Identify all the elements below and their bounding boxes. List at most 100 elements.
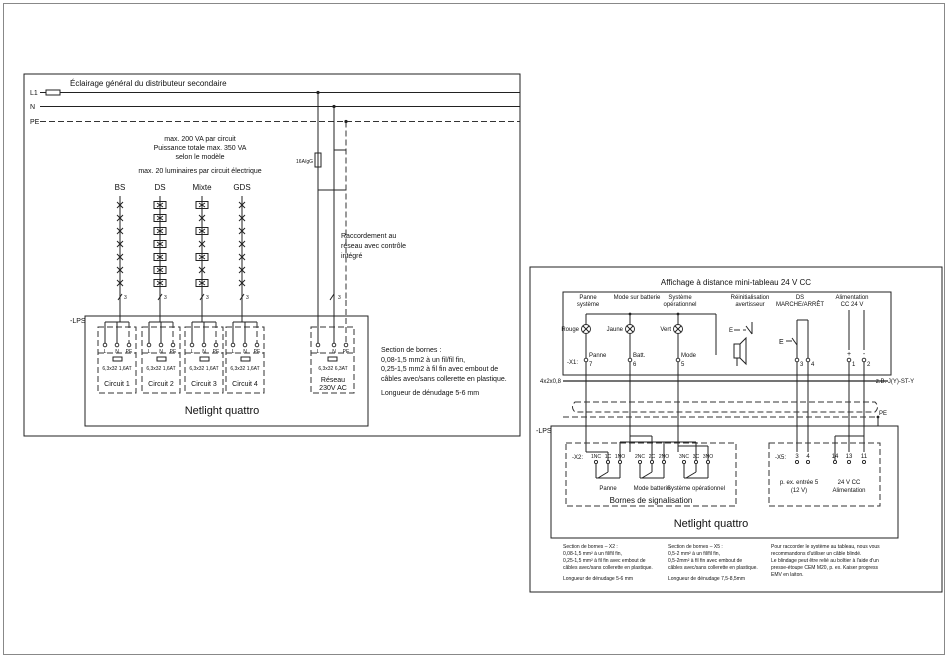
wire-count: 3: [206, 295, 209, 301]
supply-minus: -: [863, 351, 866, 358]
terminal-label: L: [148, 349, 151, 355]
mains-fuse-icon: [314, 152, 322, 168]
bus-label-l1: L1: [30, 90, 38, 97]
luminaire-icon: [238, 240, 246, 248]
luminaire-group: BS3: [115, 183, 127, 318]
luminaire-limit: max. 20 luminaires par circuit électriqu…: [138, 168, 261, 175]
group-label: DS: [154, 183, 165, 192]
right-diagram-frame: [529, 266, 943, 593]
x1-terminal: 4: [805, 357, 815, 452]
terminal-label: PE: [213, 349, 220, 355]
svg-text:PE: PE: [343, 349, 350, 355]
x5-terminal: 4: [805, 454, 810, 465]
panel-headers: Panne système Mode sur batterie Système …: [577, 295, 869, 308]
terminal-label: PE: [254, 349, 261, 355]
relay-contact-icon: Panne: [595, 464, 621, 492]
mains-fuse-rating: 6,3x32 6,3AT: [318, 366, 347, 372]
luminaire-icon: [238, 266, 246, 274]
left-title: Éclairage général du distributeur second…: [70, 79, 227, 88]
x5-terminal-number: 13: [846, 454, 853, 460]
terminal-label: N: [159, 349, 163, 355]
cable-left-label: 4x2x0,8: [540, 379, 562, 385]
svg-text:opérationnel: opérationnel: [663, 302, 696, 308]
svg-text:0,25-1,5 mm² à fil fin avec em: 0,25-1,5 mm² à fil fin avec embout de: [563, 558, 646, 564]
lamp-red-icon: [581, 324, 591, 334]
svg-text:réseau avec contrôle: réseau avec contrôle: [341, 243, 406, 250]
luminaire-icon: [198, 266, 206, 274]
x1-terminal-name: Batt.: [633, 353, 646, 359]
svg-text:Le blindage peut être relié au: Le blindage peut être relié au boîtier à…: [771, 558, 879, 564]
terminal-label: PE: [170, 349, 177, 355]
luminaire-icon: [195, 253, 209, 261]
wire-count: 3: [164, 295, 167, 301]
group-label: GDS: [233, 183, 250, 192]
svg-text:recommandons d'utiliser un câb: recommandons d'utiliser un câble blindé.: [771, 551, 861, 557]
left-diagram: Éclairage général du distributeur second…: [23, 73, 521, 437]
right-title: Affichage à distance mini-tableau 24 V C…: [661, 278, 811, 287]
svg-text:câbles avec/sans collerette en: câbles avec/sans collerette en plastique…: [563, 565, 653, 571]
circuit-fuse-icon: [112, 356, 123, 362]
x2-terminal-name: 1NC: [591, 454, 601, 460]
svg-text:Pour raccorder le système au t: Pour raccorder le système au tableau, no…: [771, 544, 880, 550]
svg-text:Section de bornes :: Section de bornes :: [381, 347, 441, 354]
reseau-label-2: 230V AC: [319, 385, 347, 392]
luminaire-icon: [195, 279, 209, 287]
right-lps-box: [550, 425, 899, 539]
x5-supply-1: 24 V CC: [838, 480, 861, 486]
svg-text:intégré: intégré: [341, 253, 363, 260]
wire-count: 3: [124, 295, 127, 301]
power-line-1: max. 200 VA par circuit: [164, 136, 236, 143]
svg-text:Mode sur batterie: Mode sur batterie: [614, 295, 661, 301]
luminaire-icon: [116, 279, 124, 287]
luminaire-icon: [238, 214, 246, 222]
x2-terminal-name: 3NC: [679, 454, 689, 460]
bus-label-pe: PE: [30, 119, 40, 126]
luminaire-icon: [153, 201, 167, 209]
svg-text:Panne: Panne: [579, 295, 597, 301]
power-line-3: selon le modèle: [175, 154, 224, 161]
lamp-green-icon: [673, 324, 683, 334]
luminaire-icon: [153, 266, 167, 274]
x1-terminal: 3: [794, 357, 804, 452]
right-lps-label: -LPS: [536, 428, 552, 435]
x2-group-label: Panne: [599, 486, 617, 492]
svg-text:0,08-1,5 mm² à un fil/fil fin,: 0,08-1,5 mm² à un fil/fil fin,: [563, 551, 622, 557]
x5-supply-2: Alimentation: [832, 488, 865, 494]
terminal-label: L: [232, 349, 235, 355]
x2-group-label: Mode batterie: [634, 486, 671, 492]
lamp-yellow-icon: [625, 324, 635, 334]
page-frame: [3, 3, 945, 655]
svg-text:EMV en laiton.: EMV en laiton.: [771, 572, 804, 578]
svg-text:Réinitialisation: Réinitialisation: [731, 295, 770, 301]
horn-icon: [733, 336, 747, 366]
svg-text:Longueur de dénudage 5-6 mm: Longueur de dénudage 5-6 mm: [563, 576, 633, 582]
x5-terminal: 11: [861, 454, 868, 465]
luminaire-icon: [116, 227, 124, 235]
circuit-label: Circuit 1: [104, 381, 130, 388]
x5-input-1: p. ex. entrée 5: [780, 480, 819, 486]
luminaire-group: DS 3: [153, 183, 167, 318]
x5-input-2: (12 V): [791, 488, 807, 494]
svg-text:Longueur de dénudage 7,5-8,5mm: Longueur de dénudage 7,5-8,5mm: [668, 576, 745, 582]
circuit-label: Circuit 4: [232, 381, 258, 388]
mains-wire-count: 3: [338, 295, 341, 301]
circuit-fuse-icon: [156, 356, 167, 362]
relay-contact-icon: Système opérationnel: [667, 464, 725, 492]
x5-terminal-number: 3: [795, 454, 799, 460]
cable-shield: [572, 401, 878, 413]
luminaire-icon: [116, 201, 124, 209]
svg-text:0,5-2mm² à fil fin avec embout: 0,5-2mm² à fil fin avec embout de: [668, 558, 742, 564]
luminaire-icon: [195, 227, 209, 235]
svg-text:Raccordement au: Raccordement au: [341, 233, 396, 240]
mini-panel-box: [562, 291, 892, 376]
circuit-label: Circuit 3: [191, 381, 217, 388]
reseau-label-1: Réseau: [321, 377, 345, 384]
x2-terminal: 3NC: [679, 454, 689, 465]
note-shield: Pour raccorder le système au tableau, no…: [771, 544, 880, 578]
